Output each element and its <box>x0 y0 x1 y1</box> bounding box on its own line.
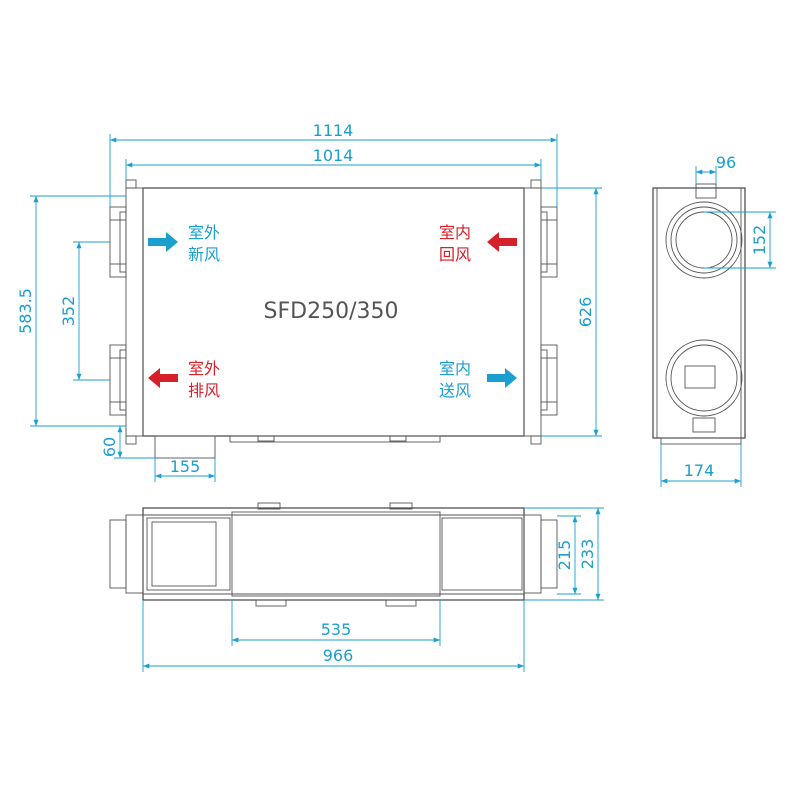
dim-bottom-offset: 60 <box>100 437 119 457</box>
dim-side-width: 174 <box>684 461 715 480</box>
dim-bottom-width: 155 <box>170 457 201 476</box>
top-view: 215 233 535 966 <box>109 502 604 672</box>
dim-top-mid: 535 <box>321 620 352 639</box>
drain-box <box>154 435 216 459</box>
label-indoor-return-1: 室内 <box>439 223 471 242</box>
arrow-indoor-supply <box>487 368 517 388</box>
side-port-bottom <box>665 339 743 417</box>
dim-right-height: 626 <box>576 297 595 328</box>
dim-side-port: 152 <box>750 225 769 256</box>
dim-left-height: 583.5 <box>16 288 35 334</box>
label-outdoor-fresh-2: 新风 <box>188 245 220 264</box>
label-indoor-supply-1: 室内 <box>439 359 471 378</box>
port-bottom-left <box>109 344 127 416</box>
dim-top-height-inner: 215 <box>555 540 574 571</box>
front-left-flange <box>125 187 144 437</box>
label-indoor-return-2: 回风 <box>439 245 471 264</box>
dim-side-top: 96 <box>716 153 736 172</box>
arrow-outdoor-exhaust <box>148 368 178 388</box>
port-top-right <box>540 206 558 278</box>
port-bottom-right <box>540 344 558 416</box>
label-outdoor-fresh-1: 室外 <box>188 223 220 242</box>
front-view: SFD250/350 室外 新风 室内 回风 室外 排风 室内 送风 1114 <box>16 121 602 482</box>
port-top-left <box>109 206 127 278</box>
label-outdoor-exhaust-1: 室外 <box>188 359 220 378</box>
dim-top-height-outer: 233 <box>578 539 597 570</box>
arrow-outdoor-fresh <box>148 232 178 252</box>
label-outdoor-exhaust-2: 排风 <box>188 381 220 400</box>
side-port-top <box>665 201 743 279</box>
dim-body-width: 1014 <box>313 146 354 165</box>
side-view: 96 152 174 <box>652 153 776 487</box>
front-right-flange <box>523 187 542 437</box>
dim-top-overall: 966 <box>323 646 354 665</box>
model-label: SFD250/350 <box>264 299 399 324</box>
label-indoor-supply-2: 送风 <box>439 381 471 400</box>
dim-port-spacing: 352 <box>59 296 78 327</box>
arrow-indoor-return <box>487 232 517 252</box>
side-body <box>652 187 746 439</box>
dim-overall-width: 1114 <box>313 121 354 140</box>
